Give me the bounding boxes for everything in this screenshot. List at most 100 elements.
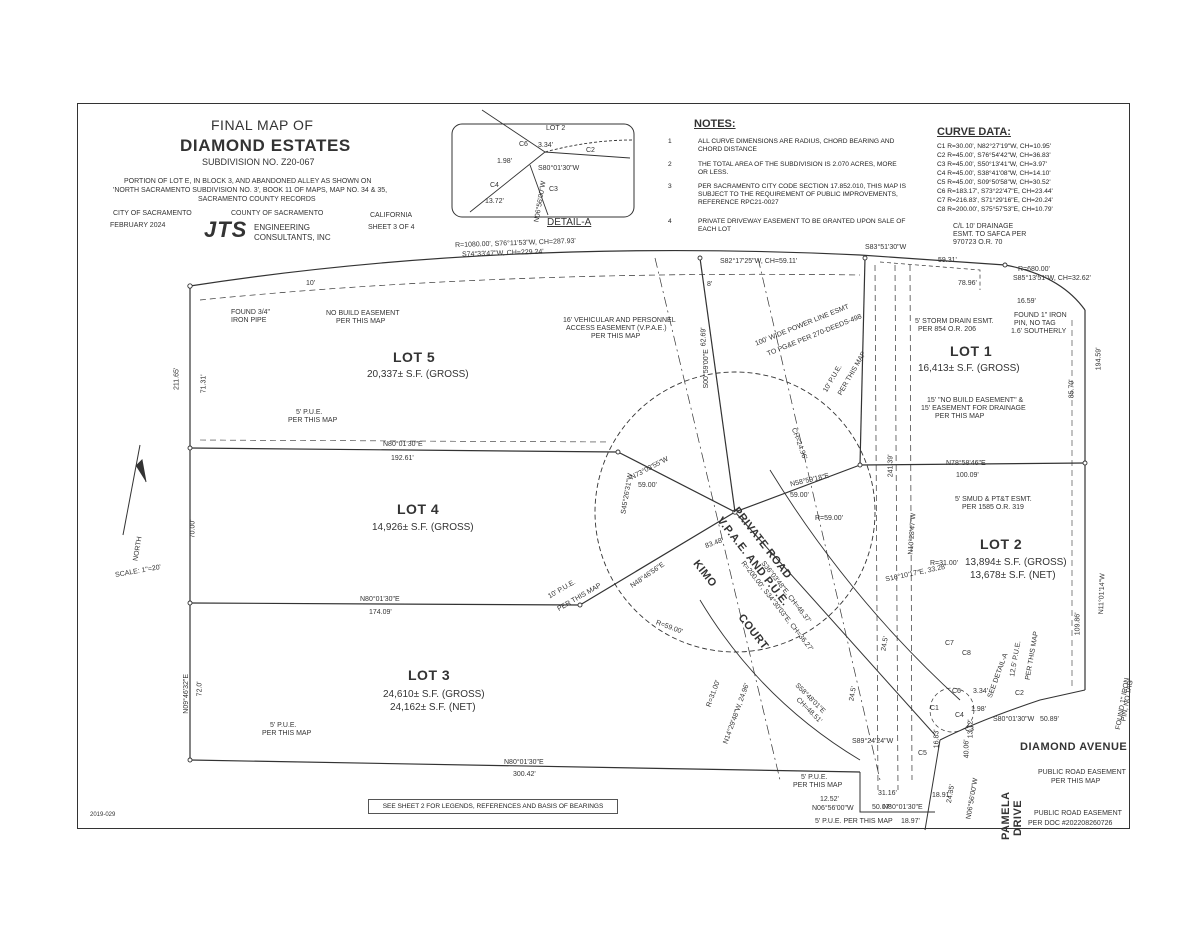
footer-note: SEE SHEET 2 FOR LEGENDS, REFERENCES AND …: [368, 799, 618, 814]
label-d6269: 62.69': [700, 327, 708, 347]
label-d5007: 50.07': [872, 804, 891, 811]
curve-row: C6 R=183.17', S73°22'47"E, CH=23.44': [937, 188, 1053, 195]
label-c4: C4: [955, 712, 964, 719]
easement-vert-3: [909, 264, 913, 781]
label-pue5c: 5' P.U.E.: [270, 722, 297, 729]
label-nobuild15-c: PER THIS MAP: [935, 413, 985, 420]
road-edge-2: [769, 469, 961, 701]
label-pue5g: 5' P.U.E. PER THIS MAP: [815, 818, 893, 825]
curve-row: C4 R=45.00', S38°41'08"W, CH=14.10': [937, 170, 1051, 177]
label-drainage-2: ESMT. TO SAFCA PER: [953, 231, 1027, 238]
label-vpae-3: PER THIS MAP: [591, 333, 641, 340]
label-pue5a: 5' P.U.E.: [296, 409, 323, 416]
drainage-top: [879, 261, 981, 290]
easement-vert-1: [874, 264, 879, 791]
label-d1659: 16.59': [1017, 298, 1036, 305]
label-n80b: N80°01'30"E: [360, 596, 400, 603]
label-pub-4: PER DOC #202208260726: [1028, 820, 1113, 827]
label-found-r-1: FOUND 1" IRON: [1014, 312, 1067, 319]
label-d21165: 211.65': [173, 367, 181, 390]
label-pue5e: 5' P.U.E.: [801, 774, 828, 781]
label-refno: 2019-029: [90, 812, 116, 818]
diamond-avenue-label: DIAMOND AVENUE: [1020, 741, 1128, 753]
detail-a-circle: [929, 687, 975, 733]
road-centerline: [734, 511, 936, 736]
title-city: CITY OF SACRAMENTO: [113, 210, 192, 217]
label-d7000: 70.00': [189, 519, 197, 539]
label-d1897: 18.97': [901, 818, 920, 825]
easement-vert-2: [894, 264, 899, 791]
label-d19261: 192.61': [391, 455, 414, 462]
title-date: FEBRUARY 2024: [110, 222, 166, 229]
label-s80: S80°01'30"W: [993, 716, 1035, 723]
title-line-1: FINAL MAP OF: [211, 117, 314, 133]
label-d5900a: 59.00': [638, 482, 657, 489]
easement-power-2: [757, 257, 881, 781]
label-nobuild-2: PER THIS MAP: [336, 318, 386, 325]
detail-c2: C2: [586, 147, 595, 154]
label-found-r-2: PIN, NO TAG: [1014, 320, 1056, 327]
detail-c3: C3: [549, 186, 558, 193]
label-d5089: 50.89': [1040, 716, 1059, 723]
curve-row: C8 R=200.00', S75°57'53"E, CH=10.79': [937, 206, 1053, 213]
label-found-left-1: FOUND 3/4": [231, 309, 271, 316]
cul-de-sac-circle: [594, 371, 876, 653]
label-n80c: N80°01'30"E: [504, 759, 544, 766]
label-drainage-1: C/L 10' DRAINAGE: [953, 223, 1014, 230]
label-s85: S85°13'51"W, CH=32.62': [1013, 275, 1091, 282]
label-d8: 8': [707, 281, 713, 288]
label-n78: N78°58'46"E: [946, 460, 986, 467]
firm-logo: JTS: [204, 217, 248, 242]
label-c5: C5: [918, 750, 927, 757]
label-n11: N11°01'14"W: [1098, 573, 1107, 615]
label-vpae-2: ACCESS EASEMENT (V.P.A.E.): [566, 325, 667, 332]
boundary-top-arc: [189, 249, 1086, 311]
label-nobuild15-b: 15' EASEMENT FOR DRAINAGE: [921, 405, 1026, 412]
label-r5900: R=59.00': [815, 515, 843, 522]
label-nobuild15-a: 15' "NO BUILD EASEMENT" &: [927, 397, 1024, 404]
curve-row: C1 R=30.00', N82°27'19"W, CH=10.95': [937, 143, 1051, 150]
detail-d1372: 13.72': [485, 198, 504, 205]
lot-1-name: LOT 1: [950, 343, 993, 359]
label-pue5b: PER THIS MAP: [288, 417, 338, 424]
label-pue5d: PER THIS MAP: [262, 730, 312, 737]
label-storm-2: PER 854 O.R. 206: [918, 326, 976, 333]
lot-1-area: 16,413± S.F. (GROSS): [918, 363, 1020, 374]
detail-c4: C4: [490, 182, 499, 189]
label-d4006: 40.06': [963, 739, 971, 759]
detail-c6: C6: [519, 141, 528, 148]
bottom-corner-lines: [859, 772, 935, 813]
notes-heading: NOTES:: [694, 118, 736, 130]
label-d334: 3.34': [973, 688, 988, 695]
detail-caption: DETAIL-A: [547, 217, 592, 228]
label-storm-1: 5' STORM DRAIN ESMT.: [915, 318, 994, 325]
label-d7131: 71.31': [200, 374, 208, 394]
label-c3: C3: [965, 726, 974, 733]
curve-row: C3 R=45.00', S50°13'41"W, CH=3.97': [937, 161, 1047, 168]
label-pub-1: PUBLIC ROAD EASEMENT: [1038, 769, 1126, 776]
map-sheet-border: [77, 103, 1130, 829]
label-d7200: 72.0': [196, 681, 204, 697]
drive-label: DRIVE: [1012, 799, 1024, 836]
firm-line-2: CONSULTANTS, INC: [254, 233, 331, 242]
label-smud-1: 5' SMUD & PT&T ESMT.: [955, 496, 1032, 503]
diamond-avenue-line: [939, 689, 1086, 741]
title-state: CALIFORNIA: [370, 212, 413, 219]
label-smud-2: PER 1585 O.R. 319: [962, 504, 1024, 511]
easement-nobuild: [199, 273, 861, 301]
title-line-2: DIAMOND ESTATES: [180, 136, 351, 155]
title-line-3: SUBDIVISION NO. Z20-067: [202, 157, 315, 167]
label-d1372: 13.72': [967, 719, 975, 739]
label-d1891: 18.91': [932, 792, 951, 799]
label-c8: C8: [962, 650, 971, 657]
detail-bearing-1: S80°01'30"W: [538, 165, 580, 172]
title-desc-1: PORTION OF LOT E, IN BLOCK 3, AND ABANDO…: [124, 178, 372, 185]
label-d1683: 16.83': [933, 729, 941, 749]
lot-line-4-radial: [579, 511, 736, 606]
lot-2-net: 13,678± S.F. (NET): [970, 570, 1056, 581]
curve-row: C7 R=216.83', S71°29'16"E, CH=20.24': [937, 197, 1053, 204]
